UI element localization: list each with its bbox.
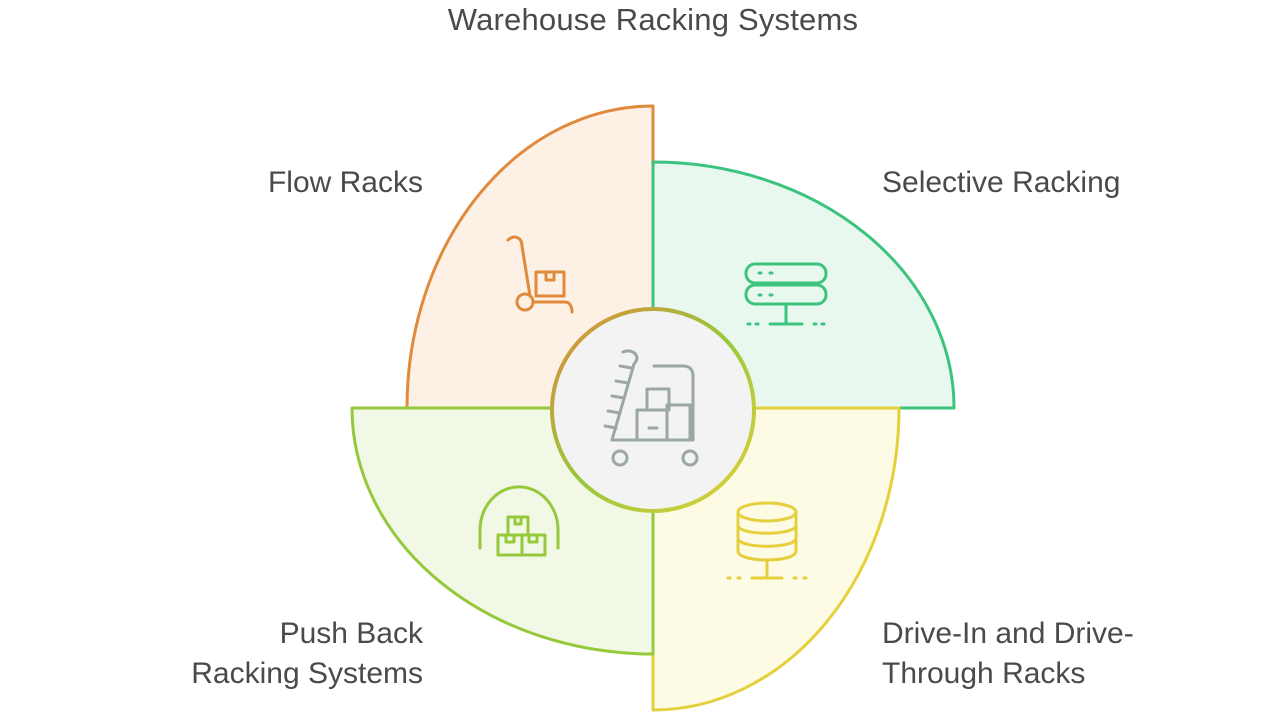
label-drive-in-line-2: Through Racks (882, 657, 1086, 690)
label-selective-racking: Selective Racking (882, 163, 1120, 203)
label-flow-racks: Flow Racks (268, 163, 423, 203)
label-drive-in-line-1: Drive-In and Drive- (882, 617, 1134, 650)
label-drive-in-racks: Drive-In and Drive- Through Racks (882, 614, 1134, 694)
label-push-back-line-2: Racking Systems (191, 657, 423, 690)
warehouse-boxes-icon (478, 485, 560, 557)
label-selective-racking-line-1: Selective Racking (882, 166, 1121, 199)
label-push-back-line-1: Push Back (279, 617, 423, 650)
server-rack-icon (744, 262, 828, 326)
label-flow-racks-line-1: Flow Racks (267, 166, 423, 199)
label-push-back-racking: Push Back Racking Systems (191, 614, 423, 694)
database-stack-icon (726, 501, 808, 580)
hand-truck-box-icon (506, 235, 574, 314)
warehouse-cart-icon (603, 349, 699, 467)
diagram-title: Warehouse Racking Systems (447, 2, 859, 37)
